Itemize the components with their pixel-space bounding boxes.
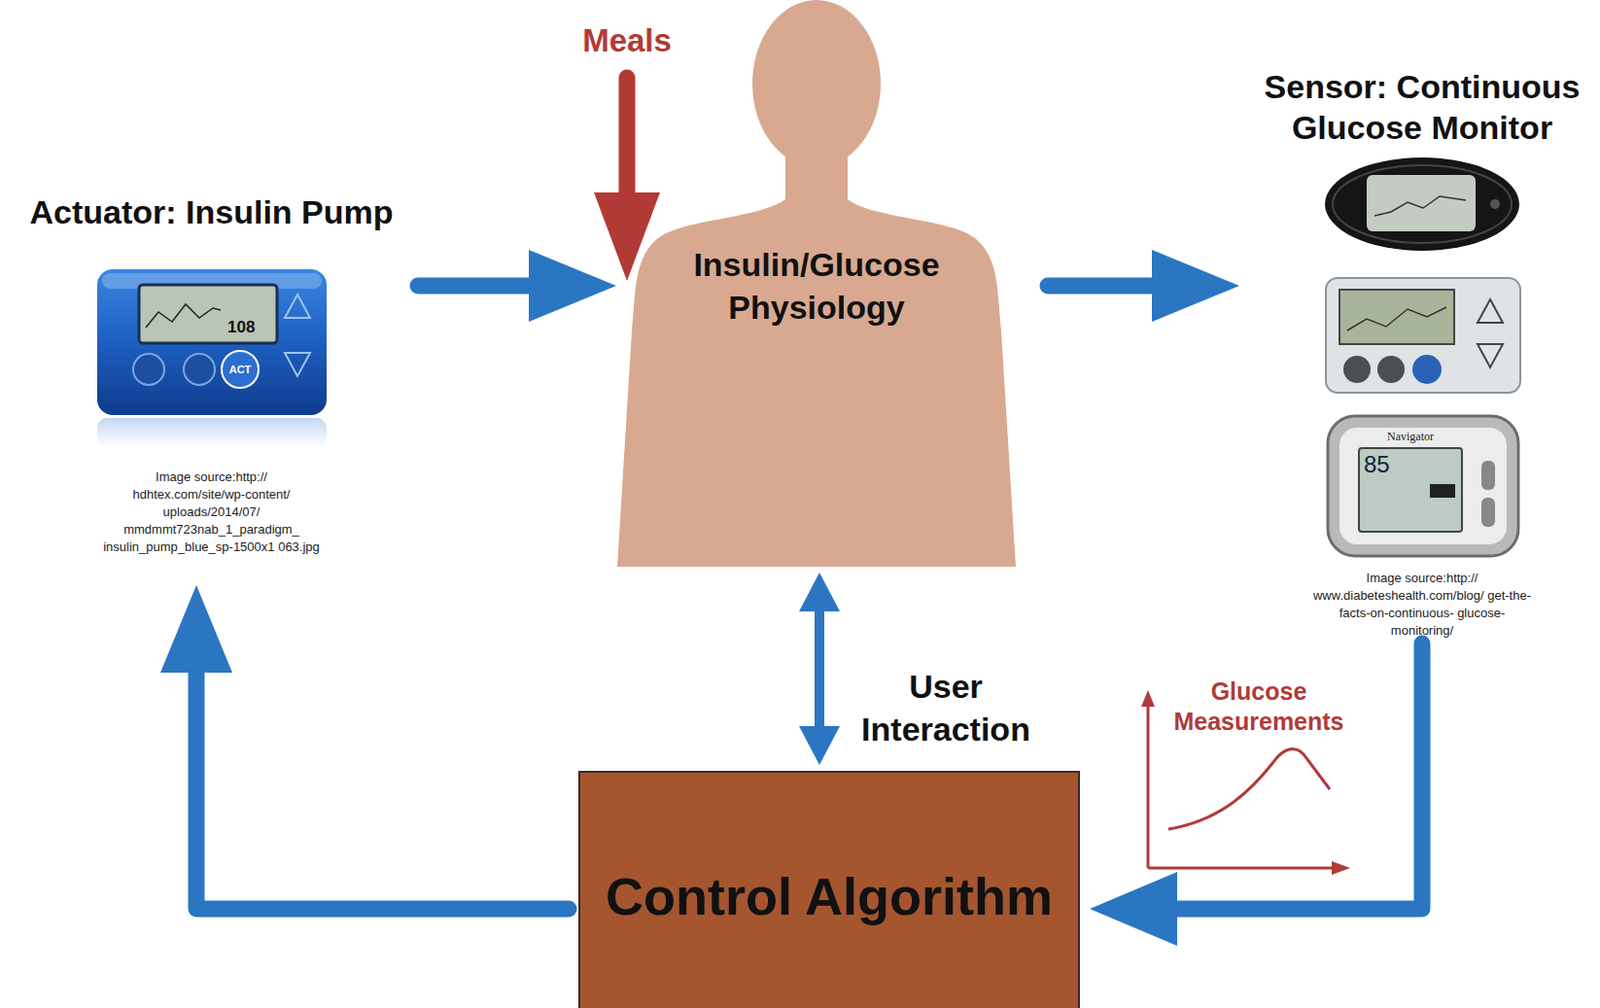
flow-arrow xyxy=(799,572,840,766)
process-title: Control Algorithm xyxy=(605,867,1053,926)
arrow-shaft xyxy=(1173,643,1423,909)
silhouette-outline xyxy=(614,0,1019,567)
pump-button xyxy=(183,353,215,385)
glucose-monitor-pictures xyxy=(1324,157,1521,557)
pump-screen-graph xyxy=(145,304,221,328)
flow-arrow xyxy=(1089,643,1423,946)
torso-shape xyxy=(617,145,1016,567)
monitor-button xyxy=(1412,354,1442,384)
arrow-head xyxy=(799,572,840,612)
monitor-rim xyxy=(1332,165,1512,244)
arrow-shaft xyxy=(1047,278,1156,295)
monitor-button xyxy=(1343,355,1371,383)
chart-label: Glucose Measurements xyxy=(1156,676,1361,737)
connector-label: User Interaction xyxy=(843,664,1048,751)
flow-arrow xyxy=(1047,249,1240,322)
monitor-graph xyxy=(1347,307,1447,331)
actuator-device: Actuator: Insulin PumpImage source:http:… xyxy=(9,192,414,557)
chart-axis-head xyxy=(1141,690,1155,707)
head-shape xyxy=(752,0,881,168)
monitor-screen-bar xyxy=(1429,484,1456,498)
meals-arrow xyxy=(593,77,661,281)
monitor-down-button xyxy=(1477,344,1503,368)
arrow-head xyxy=(1151,249,1240,322)
image-source-note: Image source:http:// hdhtex.com/site/wp-… xyxy=(100,468,324,557)
monitor-button xyxy=(1490,199,1500,209)
pump-act-button xyxy=(221,350,259,388)
monitor-screen xyxy=(1366,174,1476,232)
glucose-measurement-chart xyxy=(1141,690,1351,875)
monitor-button xyxy=(1481,497,1496,527)
screen-reading: 108 xyxy=(227,317,277,338)
meals-arrow-shaft xyxy=(619,77,636,200)
insulin-pump-picture xyxy=(97,269,327,448)
image-source-note: Image source:http:// www.diabeteshealth.… xyxy=(1310,569,1534,640)
monitor-face xyxy=(1339,427,1507,545)
arrow-shaft xyxy=(814,607,825,731)
pump-up-button xyxy=(284,294,311,318)
sensor-device: Sensor: Continuous Glucose MonitorImage … xyxy=(1234,66,1600,640)
meals-arrow-head xyxy=(593,192,661,281)
body-silhouette: Insulin/Glucose Physiology xyxy=(614,0,1019,567)
pump-screen xyxy=(139,284,278,344)
monitor-case xyxy=(1327,416,1519,557)
input-label: Meals xyxy=(568,21,686,61)
monitor-case xyxy=(1325,278,1521,393)
flow-arrow xyxy=(417,249,617,322)
pump-body xyxy=(97,269,327,416)
arrow-head xyxy=(799,726,840,766)
chart-axis xyxy=(1147,703,1150,869)
pump-button xyxy=(133,353,165,385)
monitor-graph xyxy=(1374,196,1466,216)
arrow-head xyxy=(528,249,617,322)
arrow-shaft xyxy=(196,668,569,909)
arrow-head xyxy=(160,585,233,673)
flow-arrow xyxy=(160,585,569,909)
monitor-button xyxy=(1481,460,1496,490)
arrow-shaft xyxy=(417,278,533,295)
chart-axis xyxy=(1147,867,1334,870)
chart-axis-head xyxy=(1331,861,1351,875)
monitor-screen xyxy=(1339,289,1455,345)
pump-reflection xyxy=(97,417,327,448)
device-title: Sensor: Continuous Glucose Monitor xyxy=(1253,66,1591,148)
pump-down-button xyxy=(284,352,311,377)
monitor-screen xyxy=(1358,448,1462,532)
device-title: Actuator: Insulin Pump xyxy=(30,192,394,232)
glucose-curve xyxy=(1168,748,1330,830)
node-text: Insulin/Glucose Physiology xyxy=(662,243,971,329)
button-label: ACT xyxy=(220,362,260,377)
monitor-button xyxy=(1377,355,1405,383)
brand-label: Navigator xyxy=(1371,429,1450,445)
process-box: Control Algorithm xyxy=(578,770,1080,1008)
screen-reading: 85 xyxy=(1363,451,1403,479)
monitor-up-button xyxy=(1477,299,1503,323)
monitor-case xyxy=(1324,157,1520,251)
arrow-head xyxy=(1089,871,1178,946)
